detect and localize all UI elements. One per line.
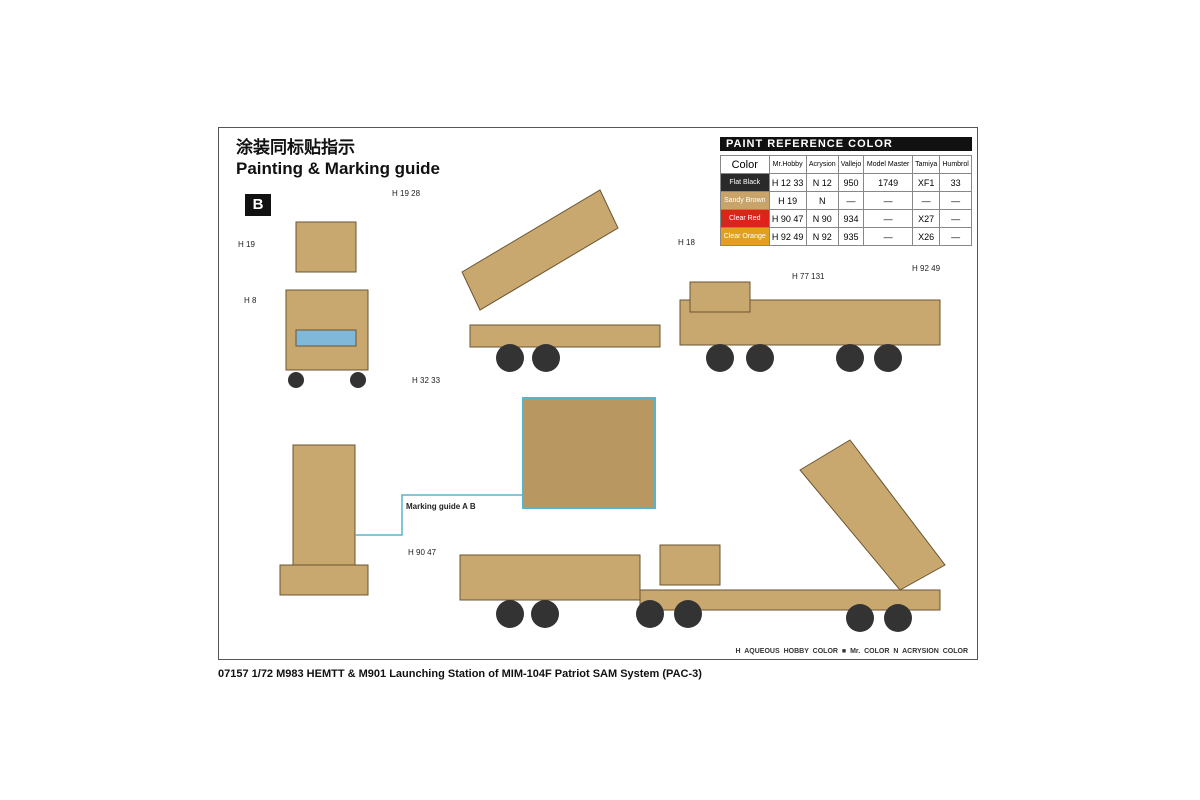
color-swatch: Clear Orange [720, 227, 770, 246]
paint-code: — [939, 209, 972, 228]
callout: H 90 47 [408, 548, 437, 557]
callout: H 19 [238, 240, 255, 249]
paint-code: N 12 [805, 173, 839, 192]
col-header: Vallejo [837, 155, 865, 174]
title-english: Painting & Marking guide [236, 159, 441, 178]
paint-code: 950 [837, 173, 865, 192]
color-swatch: Clear Red [720, 209, 770, 228]
col-header: Model Master [863, 155, 914, 174]
col-header: Tamiya [912, 155, 941, 174]
callout: H 92 49 [912, 264, 941, 273]
color-legend: H AQUEOUS HOBBY COLOR ■ Mr. COLOR N ACRY… [735, 648, 969, 655]
callout: H 19 28 [392, 189, 421, 198]
paint-code: H 12 33 [768, 173, 807, 192]
guide-frame [218, 127, 978, 660]
section-badge: B [245, 194, 271, 216]
col-header: Mr.Hobby [768, 155, 807, 174]
callout: H 32 33 [412, 376, 441, 385]
paint-code: N 92 [805, 227, 839, 246]
paint-code: — [939, 227, 972, 246]
paint-code: H 92 49 [768, 227, 807, 246]
callout: H 77 131 [792, 272, 825, 281]
col-header: Color [720, 155, 770, 174]
color-swatch: Sandy Brown [720, 191, 770, 210]
rear-view-launcher [292, 444, 356, 566]
paint-code: X26 [912, 227, 941, 246]
side-view-launcher [461, 189, 619, 311]
paint-code: — [912, 191, 941, 210]
bottom-view-launcher [799, 439, 946, 591]
color-swatch: Flat Black [720, 173, 770, 192]
side-view-trailer [469, 324, 661, 348]
bottom-view-tractor [459, 554, 641, 601]
paint-code: — [939, 191, 972, 210]
title-chinese: 涂装同标贴指示 [236, 138, 355, 157]
paint-code: 1749 [863, 173, 914, 192]
front-view-launcher [295, 221, 357, 273]
paint-code: N [805, 191, 839, 210]
paint-code: 33 [939, 173, 972, 192]
paint-code: 935 [837, 227, 865, 246]
callout: H 8 [244, 296, 257, 305]
paint-code: 934 [837, 209, 865, 228]
callout: H 18 [678, 238, 695, 247]
detail-inset [522, 397, 656, 509]
paint-code: — [837, 191, 865, 210]
paint-code: — [863, 191, 914, 210]
paint-code: XF1 [912, 173, 941, 192]
paint-reference-table: PAINT REFERENCE COLOR Color Mr.Hobby Acr… [720, 137, 972, 246]
col-header: Acrysion [805, 155, 839, 174]
paint-code: H 90 47 [768, 209, 807, 228]
paint-table-title: PAINT REFERENCE COLOR [720, 137, 972, 151]
paint-code: — [863, 227, 914, 246]
paint-code: H 19 [768, 191, 807, 210]
bottom-view-generator [659, 544, 721, 586]
paint-code: N 90 [805, 209, 839, 228]
paint-code: X27 [912, 209, 941, 228]
marking-guide-label: Marking guide A B [406, 502, 476, 511]
kit-title: 07157 1/72 M983 HEMTT & M901 Launching S… [218, 668, 702, 680]
paint-code: — [863, 209, 914, 228]
col-header: Humbrol [939, 155, 972, 174]
